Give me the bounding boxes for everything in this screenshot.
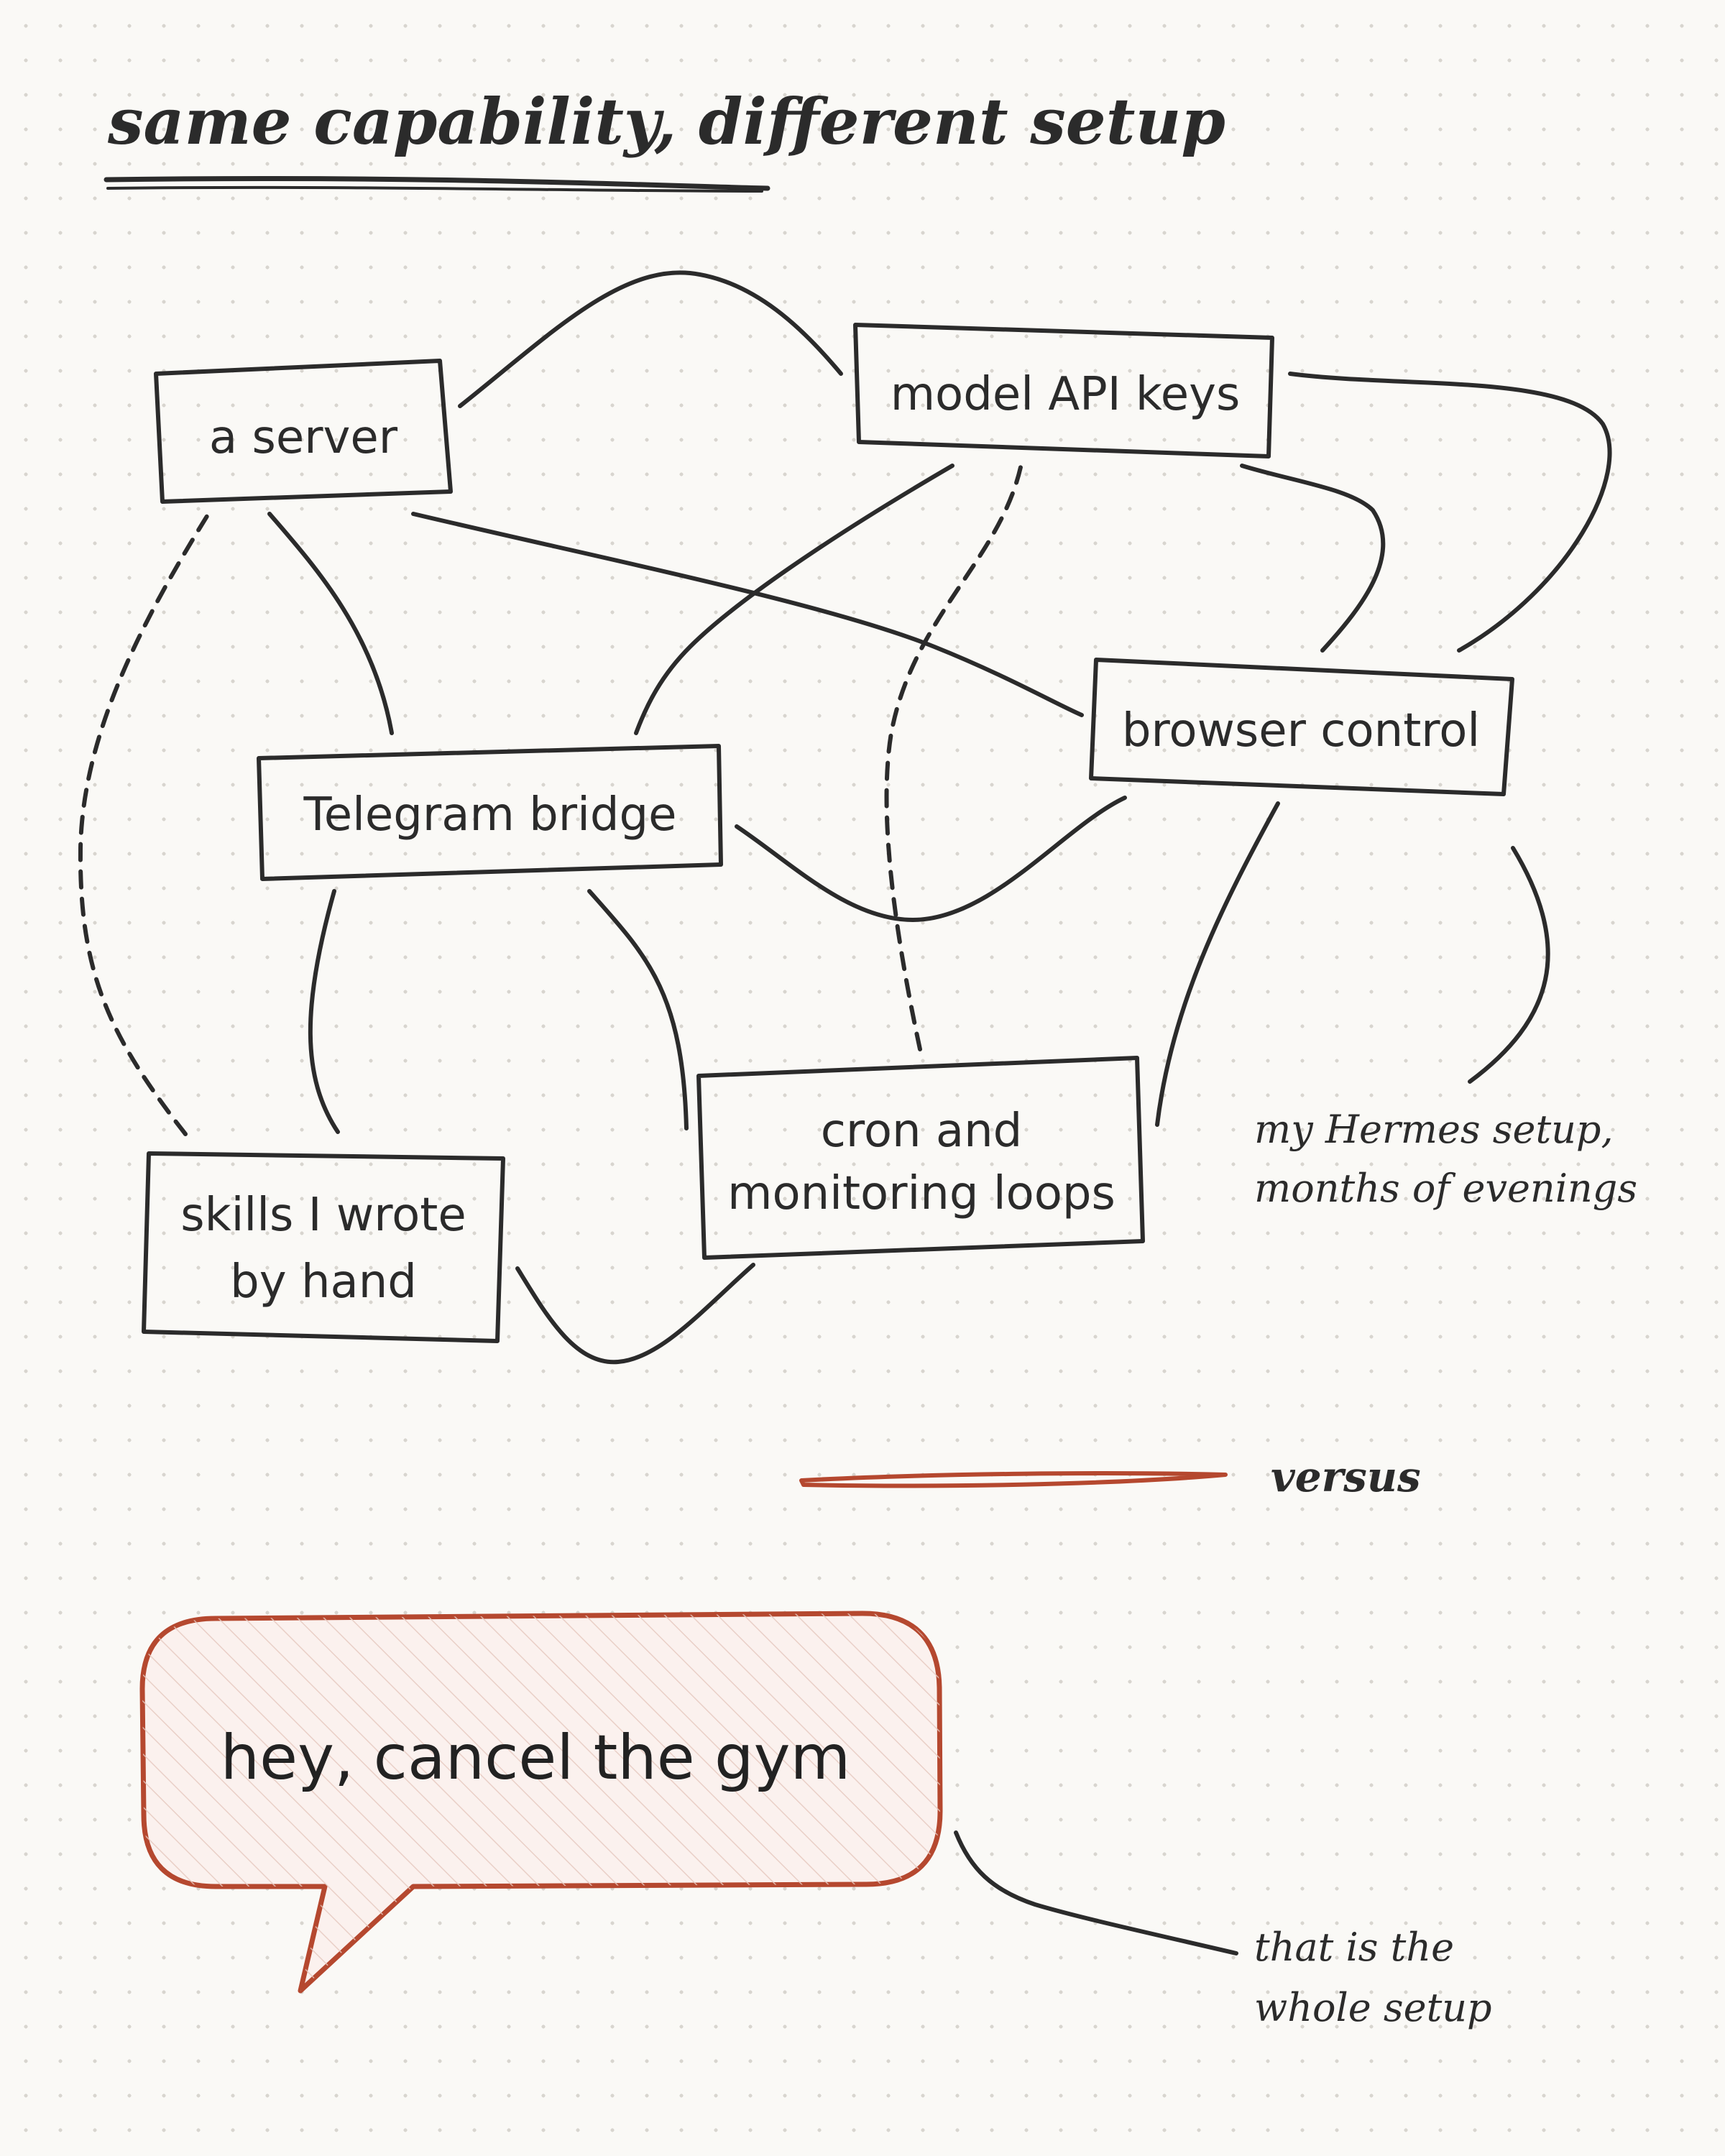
node-telegram-label: Telegram bridge [303,788,677,842]
node-cron-box [696,1056,1145,1260]
dashed-edges [78,465,1023,1136]
node-telegram-box [257,744,723,881]
node-browser-box [1089,658,1514,796]
node-api-keys-label: model API keys [891,368,1241,421]
node-cron: cron and monitoring loops [696,1056,1145,1260]
edge-cron-to-api-keys-dashed [884,465,1023,1051]
whole-setup-note-line-2: whole setup [1254,1985,1492,2030]
node-browser: browser control [1089,658,1514,796]
node-server-label: a server [209,411,398,464]
edge-whole-setup-note-to-bubble [954,1830,1238,1955]
edges [267,270,1612,1955]
edge-server-to-browser [411,512,1084,717]
versus-label: versus [1271,1452,1421,1501]
node-skills-label-line-2: by hand [230,1256,417,1309]
edge-browser-to-api-keys [1240,464,1386,653]
node-skills-label-line-1: skills I wrote [180,1189,466,1242]
node-browser-label: browser control [1122,704,1480,757]
speech-bubble-hatch [142,1613,940,1991]
edge-server-to-api-keys [458,270,843,408]
node-telegram: Telegram bridge [257,744,723,881]
edge-api-keys-to-telegram [634,464,954,735]
speech-bubble-message: hey, cancel the gym [221,1722,851,1794]
speech-bubble: hey, cancel the gym [139,1611,943,1994]
edge-telegram-to-cron [587,889,689,1130]
node-api-keys-box [853,323,1274,459]
hermes-note-line-2: months of evenings [1254,1166,1637,1211]
versus-divider-line [799,1471,1228,1488]
whole-setup-note-line-1: that is the [1254,1925,1454,1970]
edge-hermes-note-to-browser [1468,846,1550,1084]
edge-browser-to-cron [1155,801,1280,1127]
node-api-keys: model API keys [853,323,1274,459]
title-underline [104,176,770,191]
node-skills: skills I wrote by hand [142,1151,505,1343]
edge-skills-to-server-dashed [78,512,211,1136]
node-server: a server [154,359,453,504]
node-server-box [154,359,453,504]
hermes-note-line-1: my Hermes setup, [1254,1107,1614,1152]
edge-telegram-to-browser [735,796,1127,922]
node-cron-label-line-1: cron and [821,1105,1023,1158]
title-underline-second [106,185,763,193]
diagram-title: same capability, different setup [107,84,1225,159]
edge-cron-to-skills [515,1263,755,1365]
node-skills-box [142,1151,505,1343]
edge-api-keys-to-browser [1288,372,1612,653]
edge-server-to-telegram [267,512,394,735]
edge-skills-to-telegram [308,889,340,1134]
node-cron-label-line-2: monitoring loops [727,1167,1116,1220]
